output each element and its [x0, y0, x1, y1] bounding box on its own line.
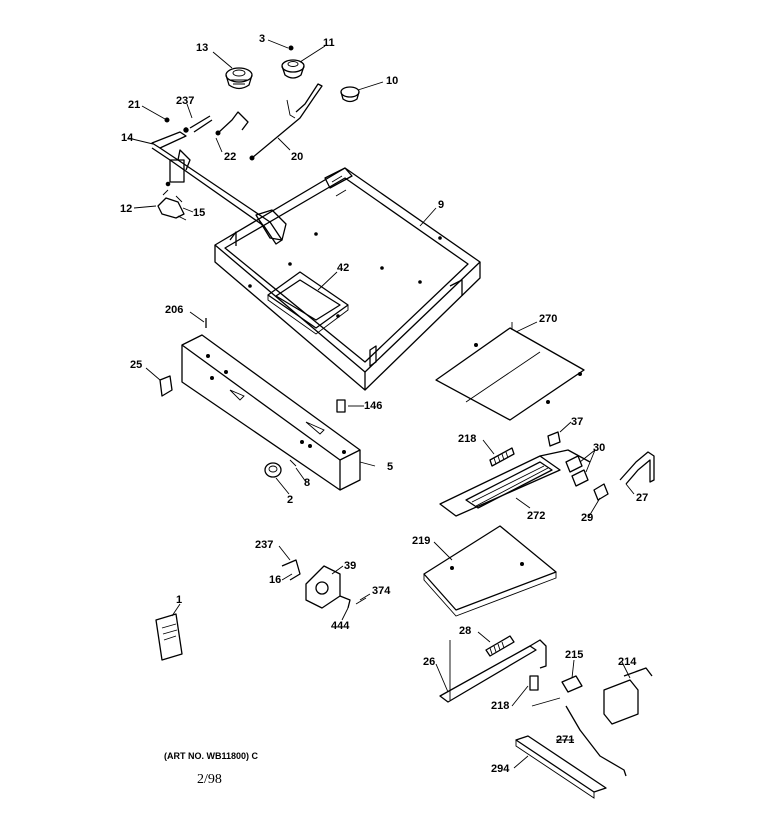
part-20-tube	[249, 83, 323, 161]
part-10-burner-head	[340, 86, 360, 103]
callout-26: 26	[423, 656, 435, 668]
part-27-tube	[619, 451, 655, 485]
part-8-clip	[289, 459, 297, 467]
part-219-shield	[423, 525, 557, 617]
callout-16: 16	[269, 574, 281, 586]
part-39-valve	[281, 559, 367, 609]
part-272-burner	[439, 449, 591, 517]
callout-5: 5	[387, 461, 393, 473]
callout-271: 271	[556, 734, 574, 746]
part-22-wire	[215, 111, 249, 136]
callout-272: 272	[527, 510, 545, 522]
callout-39: 39	[344, 560, 356, 572]
callout-8: 8	[304, 477, 310, 489]
part-12-valve	[157, 181, 187, 221]
art-number: (ART NO. WB11800) C	[164, 751, 259, 761]
callout-29: 29	[581, 512, 593, 524]
part-28-spring	[485, 635, 515, 657]
callout-12: 12	[120, 203, 132, 215]
callout-219: 219	[412, 535, 430, 547]
callout-labels: 3 11 13 10 21 237 14 22 20 12 15 9 42 20…	[120, 33, 648, 775]
part-271-tube	[565, 705, 627, 777]
part-5-front-rail	[181, 334, 361, 491]
part-218-lower-spring	[529, 675, 539, 691]
part-14-manifold	[151, 131, 287, 245]
callout-37: 37	[571, 416, 583, 428]
part-21-screw	[164, 117, 170, 123]
part-294-shield	[515, 735, 607, 799]
callout-9: 9	[438, 199, 444, 211]
part-218-spring	[489, 447, 515, 467]
callout-14: 14	[121, 132, 134, 144]
leader-lines	[127, 39, 635, 769]
callout-206: 206	[165, 304, 183, 316]
part-1-manual	[155, 613, 183, 661]
callout-22: 22	[224, 151, 236, 163]
callout-10: 10	[386, 75, 398, 87]
part-30-orifice	[565, 455, 589, 487]
part-29-fitting	[593, 483, 609, 501]
callout-294: 294	[491, 763, 510, 775]
part-25-clip	[159, 375, 173, 397]
callout-28: 28	[459, 625, 471, 637]
callout-237-mid: 237	[255, 539, 273, 551]
callout-146: 146	[364, 400, 382, 412]
callout-214: 214	[618, 656, 637, 668]
part-237-fitting	[183, 115, 213, 133]
part-215-bracket	[561, 675, 583, 693]
callout-237-top: 237	[176, 95, 194, 107]
callout-3: 3	[259, 33, 265, 45]
callout-30: 30	[593, 442, 605, 454]
callout-218-lower: 218	[491, 700, 509, 712]
part-2-knob	[264, 462, 282, 478]
callout-270: 270	[539, 313, 557, 325]
part-214-igniter	[603, 667, 653, 725]
part-42-plate	[267, 271, 349, 335]
callout-218-upper: 218	[458, 433, 476, 445]
callout-13: 13	[196, 42, 208, 54]
callout-21: 21	[128, 99, 140, 111]
part-3-screw	[288, 45, 294, 51]
callout-215: 215	[565, 649, 583, 661]
part-13-burner-head	[225, 67, 253, 90]
callout-42: 42	[337, 262, 349, 274]
callout-374: 374	[372, 585, 391, 597]
callout-25: 25	[130, 359, 142, 371]
callout-20: 20	[291, 151, 303, 163]
revision-date: 2/98	[197, 772, 222, 787]
part-9-burner-box	[214, 167, 481, 391]
callout-2: 2	[287, 494, 293, 506]
callout-444: 444	[331, 620, 350, 632]
part-26-burner	[439, 639, 547, 703]
callout-11: 11	[323, 37, 335, 49]
part-270-shield	[435, 322, 585, 421]
part-146-clip	[336, 399, 346, 413]
part-11-burner-head	[281, 59, 305, 79]
callout-27: 27	[636, 492, 648, 504]
callout-1: 1	[176, 594, 182, 606]
callout-15: 15	[193, 207, 205, 219]
part-37-clip	[547, 431, 561, 447]
